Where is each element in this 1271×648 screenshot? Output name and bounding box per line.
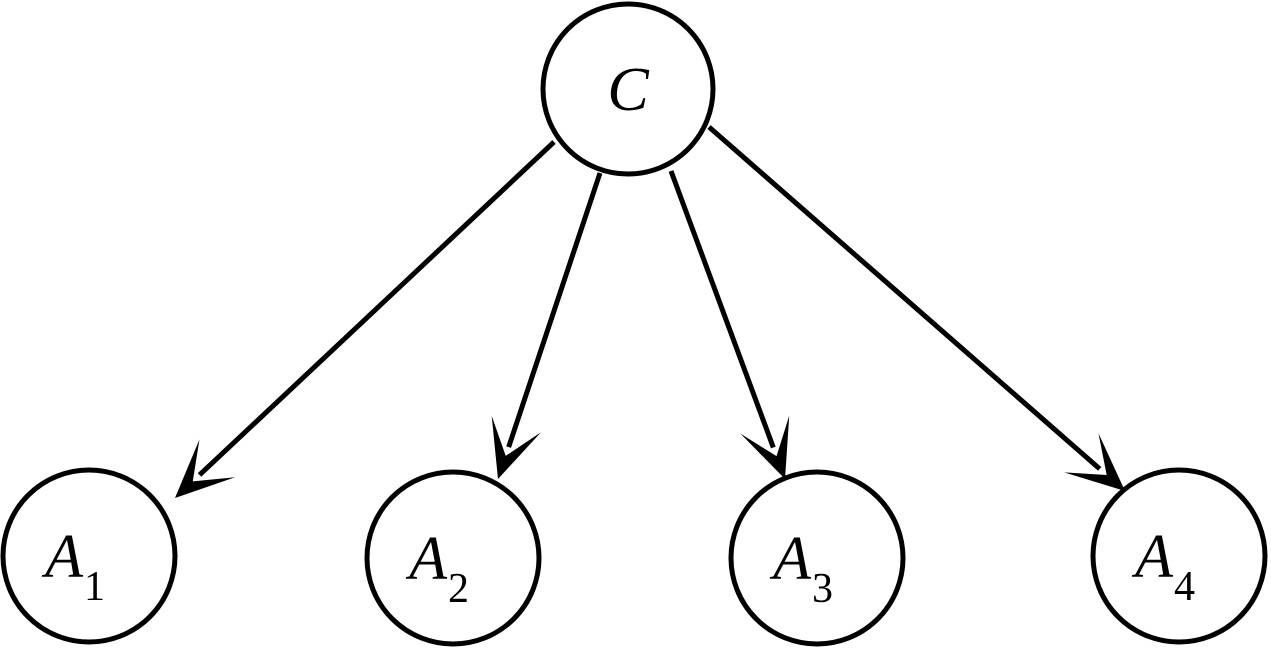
node-a1-label: A1	[41, 523, 105, 610]
node-a2-circle	[364, 469, 542, 647]
node-c-circle	[540, 1, 716, 177]
node-a3-circle	[728, 469, 906, 647]
node-a3-label: A3	[769, 525, 833, 612]
edge-c-a2-line	[506, 172, 603, 448]
node-c[interactable]: C	[540, 1, 716, 177]
edge-c-a1[interactable]	[175, 140, 556, 498]
edge-c-a4[interactable]	[707, 125, 1125, 491]
edge-group	[175, 125, 1125, 498]
arrowhead-c-a4	[1064, 433, 1125, 491]
node-a4-circle	[1090, 467, 1268, 645]
node-a1-circle	[0, 467, 178, 645]
node-a2-label: A2	[405, 525, 469, 612]
arrowhead-c-a1	[175, 439, 236, 498]
edge-c-a3-line	[668, 170, 776, 449]
node-a4-label: A4	[1131, 523, 1195, 610]
edge-c-a1-line	[197, 140, 556, 477]
edge-c-a4-line	[707, 125, 1102, 471]
arrowhead-c-a2	[491, 415, 542, 479]
node-a2[interactable]: A2	[364, 469, 542, 647]
edge-c-a3[interactable]	[668, 170, 790, 479]
node-c-label: C	[607, 56, 649, 124]
edge-c-a2[interactable]	[491, 172, 603, 479]
arrowhead-c-a3	[740, 415, 790, 479]
node-a3[interactable]: A3	[728, 469, 906, 647]
node-a4[interactable]: A4	[1090, 467, 1268, 645]
node-a1[interactable]: A1	[0, 467, 178, 645]
